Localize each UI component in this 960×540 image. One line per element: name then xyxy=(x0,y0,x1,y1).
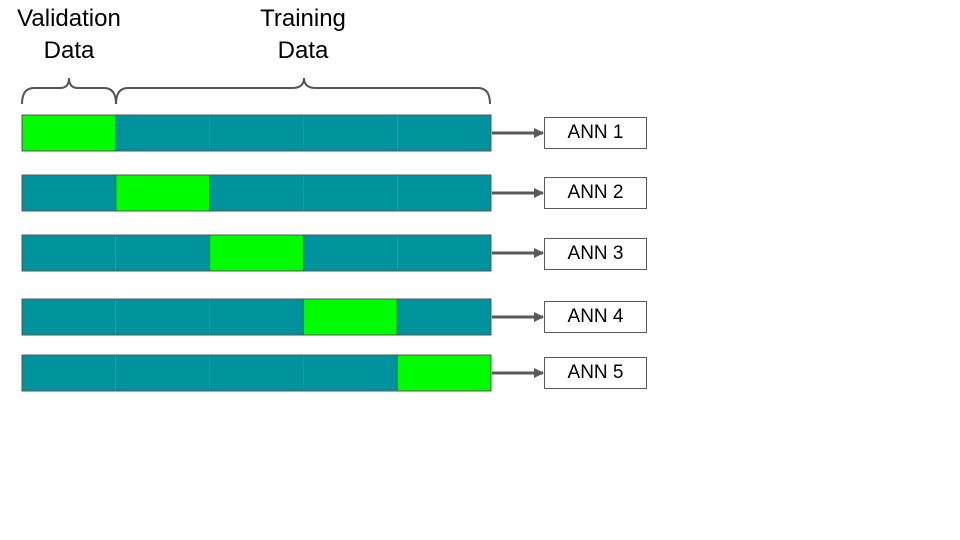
model-box-ann-5: ANN 5 xyxy=(544,357,647,389)
training-brace xyxy=(115,77,491,105)
training-fold-segment xyxy=(209,115,304,151)
validation-fold-segment xyxy=(302,298,398,336)
training-fold-segment xyxy=(115,299,210,335)
dataset-bar-outline xyxy=(21,174,492,212)
dataset-bar-outline xyxy=(21,298,492,336)
training-fold-segment xyxy=(397,235,491,271)
training-fold-segment xyxy=(22,175,116,211)
training-fold-segment xyxy=(209,175,304,211)
validation-data-label: Validation Data xyxy=(2,3,136,67)
model-box-ann-1: ANN 1 xyxy=(544,117,647,149)
dataset-bar-outline xyxy=(21,234,492,272)
validation-fold-segment xyxy=(21,114,117,152)
training-label-line2: Data xyxy=(277,37,329,64)
fold-row-4 xyxy=(21,298,544,336)
training-fold-segment xyxy=(303,355,398,391)
validation-label-line2: Data xyxy=(43,37,95,64)
training-fold-segment xyxy=(303,235,398,271)
validation-label-line1: Validation xyxy=(17,5,121,32)
training-fold-segment xyxy=(115,235,210,271)
dataset-bar-outline xyxy=(21,354,492,392)
dataset-bar-outline xyxy=(21,114,492,152)
validation-fold-segment xyxy=(209,234,304,272)
model-box-ann-4: ANN 4 xyxy=(544,301,647,333)
training-fold-segment xyxy=(22,235,116,271)
training-fold-segment xyxy=(22,299,116,335)
training-fold-segment xyxy=(303,115,398,151)
training-fold-segment xyxy=(22,355,116,391)
fold-row-2 xyxy=(21,174,544,212)
model-box-ann-2: ANN 2 xyxy=(544,177,647,209)
validation-fold-segment xyxy=(396,354,492,392)
model-box-ann-3: ANN 3 xyxy=(544,238,647,270)
training-fold-segment xyxy=(209,355,304,391)
fold-row-5 xyxy=(21,354,544,392)
training-fold-segment xyxy=(397,299,491,335)
training-fold-segment xyxy=(115,355,210,391)
validation-fold-segment xyxy=(115,174,211,212)
training-fold-segment xyxy=(397,175,491,211)
training-fold-segment xyxy=(209,299,304,335)
training-data-label: Training Data xyxy=(233,3,373,67)
validation-brace xyxy=(21,77,117,105)
fold-row-1 xyxy=(21,114,544,152)
training-label-line1: Training xyxy=(260,5,346,32)
training-fold-segment xyxy=(115,115,210,151)
training-fold-segment xyxy=(303,175,398,211)
fold-row-3 xyxy=(21,234,544,272)
training-fold-segment xyxy=(397,115,491,151)
